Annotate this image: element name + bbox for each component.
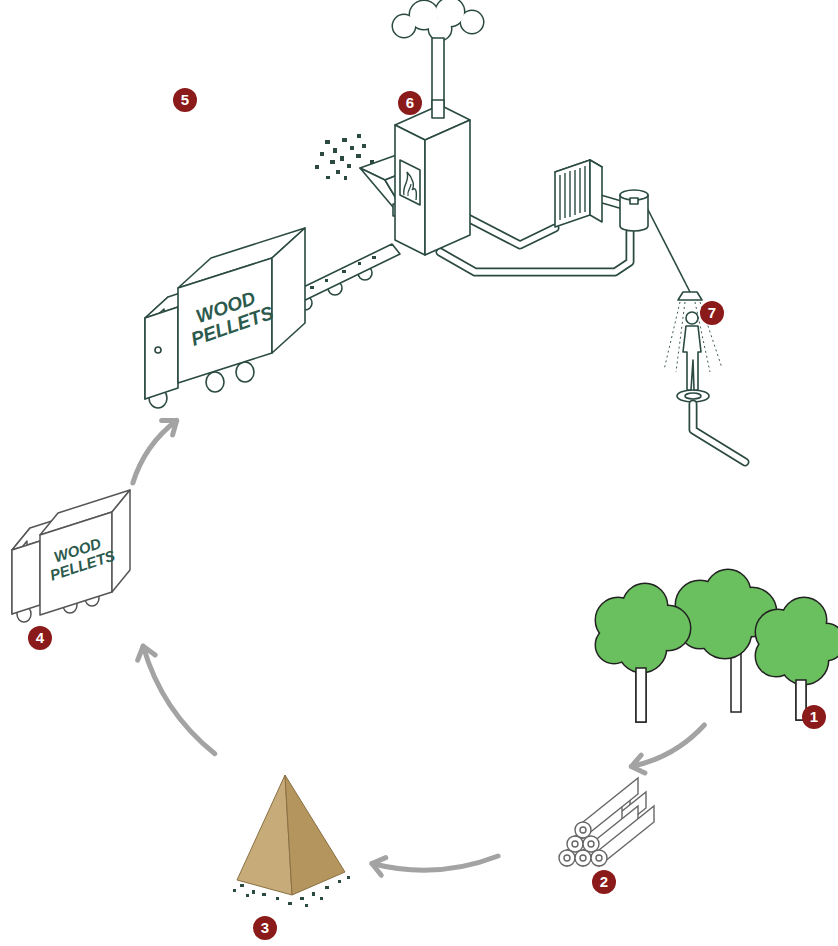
truck-label: WOOD PELLETS	[175, 282, 283, 352]
tree-group	[596, 570, 838, 722]
flow-arrow	[133, 420, 177, 482]
pile-stage: 3	[237, 775, 347, 895]
water-tank	[620, 190, 648, 231]
smoke-cloud	[393, 0, 483, 40]
flow-arrow	[631, 725, 704, 773]
callout-number: 3	[253, 916, 277, 940]
plant-stage: 6	[340, 0, 640, 300]
log-stack	[559, 778, 654, 866]
tree-stage: 1	[595, 575, 838, 725]
truck-label: WOOD PELLETS	[39, 531, 121, 585]
callout-number: 1	[802, 705, 826, 729]
callout-number: 4	[28, 626, 52, 650]
log-stage: 2	[548, 768, 643, 868]
callout-number: 5	[173, 88, 197, 112]
shower-stage: 7	[660, 280, 760, 470]
truck-stage: 5WOOD PELLETS	[140, 85, 310, 400]
heat-exchanger	[555, 160, 602, 227]
furnace	[395, 38, 470, 255]
callout-number: 2	[592, 870, 616, 894]
callout-number: 6	[398, 91, 422, 115]
callout-number: 7	[700, 301, 724, 325]
flow-arrow	[372, 856, 498, 875]
truck-stage: 4WOOD PELLETS	[5, 487, 130, 617]
truck-illustration	[145, 228, 305, 408]
pellet-pile	[233, 775, 350, 907]
flow-arrow	[138, 646, 215, 754]
truck-illustration	[12, 490, 130, 622]
shower	[664, 292, 745, 462]
